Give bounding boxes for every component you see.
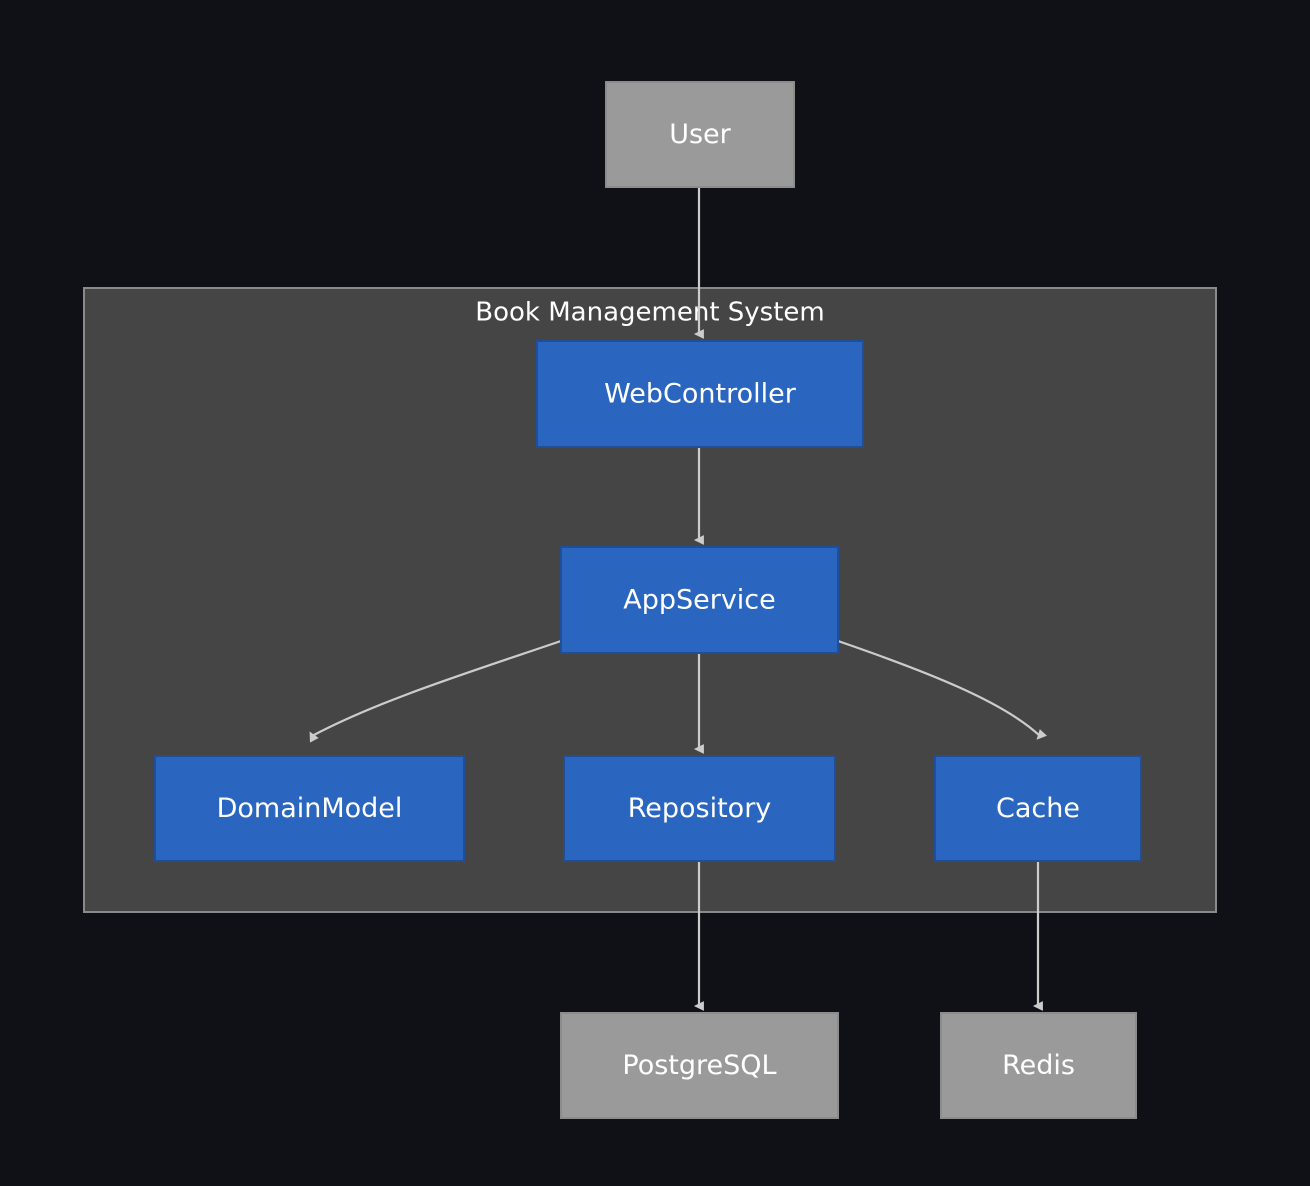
node-box-webcontroller[interactable]	[536, 340, 864, 448]
node-box-user[interactable]	[605, 81, 795, 188]
edge-appservice-to-domainmodel	[309, 639, 562, 743]
node-label-postgresql: PostgreSQL	[622, 1050, 776, 1081]
edges-layer	[309, 187, 1047, 1011]
node-appservice[interactable]: AppService	[560, 546, 839, 654]
node-label-webcontroller: WebController	[604, 379, 797, 410]
node-box-cache[interactable]	[934, 755, 1142, 862]
node-label-user: User	[669, 119, 731, 150]
node-box-redis[interactable]	[940, 1012, 1137, 1119]
node-redis[interactable]: Redis	[940, 1012, 1137, 1119]
node-label-cache: Cache	[996, 793, 1080, 824]
node-box-domainmodel[interactable]	[154, 755, 465, 862]
cluster-title: Book Management System	[475, 298, 824, 328]
node-cache[interactable]: Cache	[934, 755, 1142, 862]
node-label-appservice: AppService	[623, 585, 776, 616]
node-box-repository[interactable]	[563, 755, 836, 862]
node-box-appservice[interactable]	[560, 546, 839, 654]
node-postgresql[interactable]: PostgreSQL	[560, 1012, 839, 1119]
node-label-repository: Repository	[628, 793, 772, 824]
node-repository[interactable]: Repository	[563, 755, 836, 862]
node-user[interactable]: User	[605, 81, 795, 188]
node-label-domainmodel: DomainModel	[217, 793, 403, 824]
node-domainmodel[interactable]: DomainModel	[154, 755, 465, 862]
node-box-postgresql[interactable]	[560, 1012, 839, 1119]
node-label-redis: Redis	[1002, 1050, 1075, 1081]
node-webcontroller[interactable]: WebController	[536, 340, 864, 448]
edge-appservice-to-cache	[837, 639, 1047, 740]
